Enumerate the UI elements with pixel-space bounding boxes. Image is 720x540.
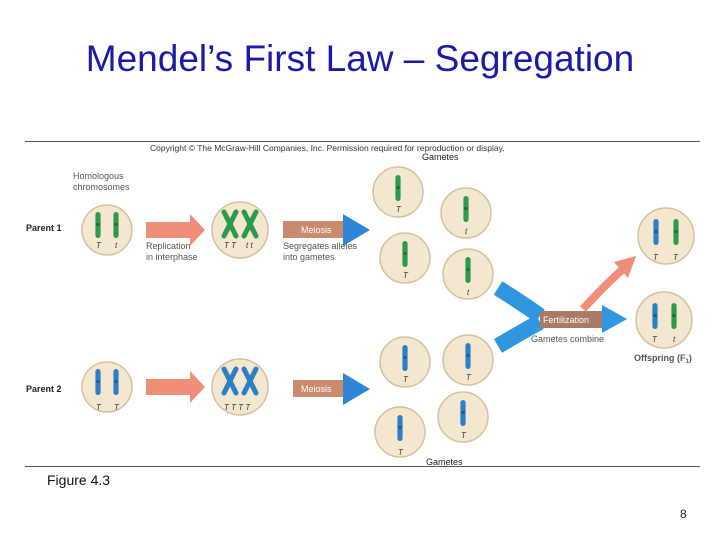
gametes-label-bottom: Gametes — [426, 457, 463, 467]
offspring-label: Offspring (F1) — [634, 353, 692, 365]
parent1-cell — [82, 205, 132, 255]
svg-text:T T: T T — [224, 241, 237, 250]
replication-arrow-2 — [146, 371, 205, 403]
chromosomes-label: chromosomes — [73, 182, 130, 192]
interphase-label: in interphase — [146, 252, 198, 262]
meiosis-label-2: Meiosis — [301, 384, 332, 394]
offspring-arrow — [583, 270, 622, 309]
combine-arrow-top — [498, 288, 540, 316]
parent1-replicated-cell — [212, 202, 268, 258]
offspring-cell-Tt — [636, 292, 692, 348]
meiosis-label-1: Meiosis — [301, 225, 332, 235]
parent2-cell — [82, 362, 132, 412]
parent2-label: Parent 2 — [26, 384, 62, 394]
into-gametes-label: into gametes — [283, 252, 335, 262]
offspring-cell-tt — [638, 208, 694, 264]
homologous-label: Homologous — [73, 171, 124, 181]
gametes-combine-label: Gametes combine — [531, 334, 604, 344]
replication-label: Replication — [146, 241, 191, 251]
segregates-label: Segregates alleles — [283, 241, 358, 251]
parent1-label: Parent 1 — [26, 223, 62, 233]
svg-text:T T T T: T T T T — [224, 403, 251, 412]
fertilization-label: Fertilization — [543, 315, 589, 325]
svg-text:t t: t t — [246, 241, 253, 250]
gametes-label-top: Gametes — [422, 152, 459, 162]
